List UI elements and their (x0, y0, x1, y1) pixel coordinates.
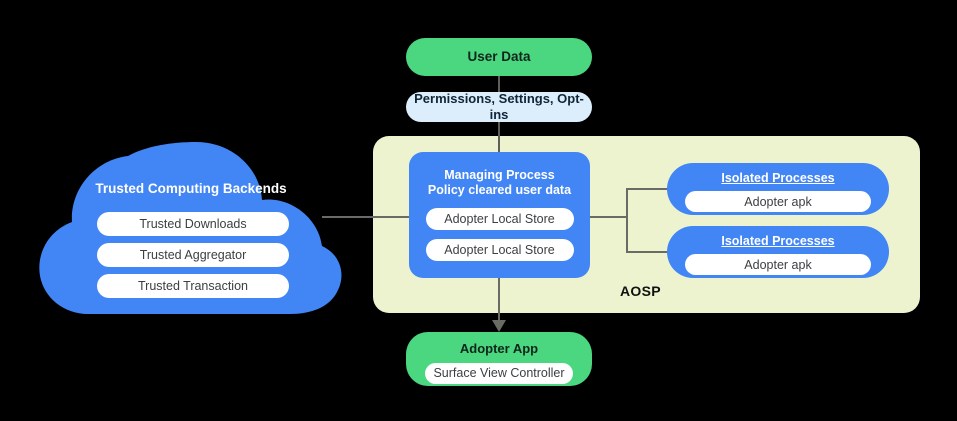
managing-process-node[interactable]: Managing Process Policy cleared user dat… (409, 152, 590, 278)
cloud-item-trusted-downloads[interactable]: Trusted Downloads (97, 212, 289, 236)
connector-branch-to-isolated-2 (626, 251, 668, 253)
cloud-item-trusted-transaction[interactable]: Trusted Transaction (97, 274, 289, 298)
arrow-down-icon (492, 320, 506, 332)
isolated-process-title-1: Isolated Processes (721, 171, 835, 185)
adopter-apk-1[interactable]: Adopter apk (685, 191, 871, 213)
permissions-title: Permissions, Settings, Opt-ins (414, 91, 584, 122)
adopter-apk-2[interactable]: Adopter apk (685, 254, 871, 276)
adopter-app-node[interactable]: Adopter App Surface View Controller (406, 332, 592, 386)
connector-branch-to-isolated-1 (626, 188, 668, 190)
managing-process-title: Managing Process Policy cleared user dat… (428, 168, 571, 199)
surface-view-controller[interactable]: Surface View Controller (425, 362, 573, 384)
cloud-title: Trusted Computing Backends (95, 181, 287, 196)
user-data-node[interactable]: User Data (406, 38, 592, 76)
adopter-local-store-2[interactable]: Adopter Local Store (425, 238, 574, 261)
isolated-process-node-2[interactable]: Isolated Processes Adopter apk (667, 226, 889, 278)
isolated-process-title-2: Isolated Processes (721, 234, 835, 248)
connector-managing-process-to-branch (590, 216, 628, 218)
connector-cloud-to-managing-process (322, 216, 410, 218)
connector-permissions-to-managing-process (498, 122, 500, 153)
connector-branch-vertical (626, 188, 628, 253)
trusted-computing-backends-cloud[interactable]: Trusted Computing Backends Trusted Downl… (36, 138, 346, 314)
managing-process-title-line1: Managing Process (444, 168, 555, 182)
cloud-item-trusted-aggregator[interactable]: Trusted Aggregator (97, 243, 289, 267)
isolated-process-node-1[interactable]: Isolated Processes Adopter apk (667, 163, 889, 215)
connector-user-data-to-permissions (498, 76, 500, 93)
managing-process-title-line2: Policy cleared user data (427, 183, 572, 198)
connector-managing-process-to-adopter-app (498, 278, 500, 324)
adopter-local-store-1[interactable]: Adopter Local Store (425, 207, 574, 230)
user-data-title: User Data (467, 48, 531, 64)
adopter-app-title: Adopter App (459, 341, 539, 356)
permissions-node[interactable]: Permissions, Settings, Opt-ins (406, 91, 592, 122)
aosp-label: AOSP (620, 283, 661, 299)
